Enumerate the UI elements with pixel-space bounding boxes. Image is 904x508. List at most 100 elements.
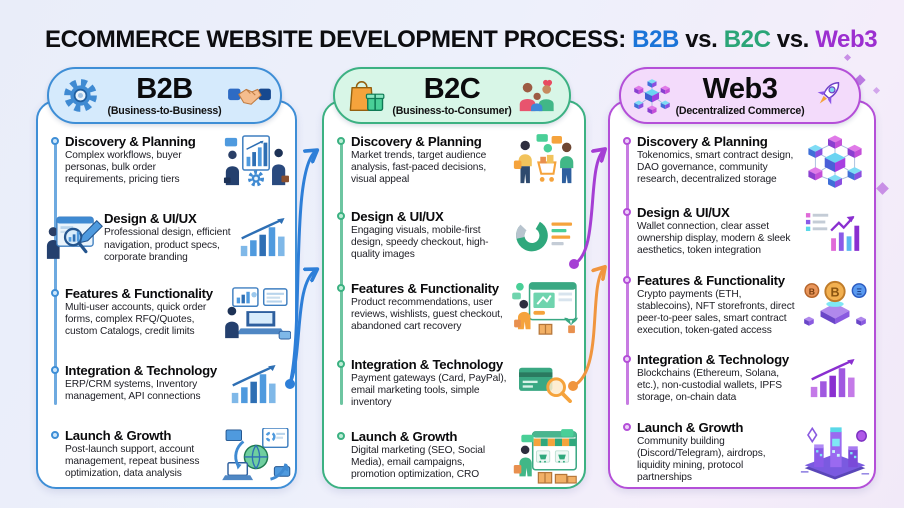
timeline-dot (336, 432, 345, 440)
step-title: Design & UI/UX (351, 208, 444, 224)
timeline-dot (336, 284, 345, 292)
b2c-webpage-art (509, 281, 581, 337)
step-title: Launch & Growth (637, 419, 744, 435)
sparkle-icon (872, 86, 881, 95)
step-desc: Tokenomics, smart contract design, DAO g… (637, 150, 794, 186)
handshake-icon (227, 82, 271, 110)
process-step: Design & UI/UX Wallet connection, clear … (616, 205, 871, 257)
title-b2c: B2C (723, 26, 771, 53)
timeline-dot (50, 137, 59, 145)
blue-bar-chart-art (238, 216, 292, 259)
step-desc: Market trends, target audience analysis,… (351, 150, 487, 186)
step-desc: Wallet connection, clear asset ownership… (637, 221, 791, 257)
b2b-laptop-art (220, 286, 292, 340)
b2b-discovery-art (220, 134, 292, 189)
b2c-name: B2C (423, 72, 481, 105)
step-title: Launch & Growth (351, 429, 458, 444)
process-step: Design & UI/UX Professional design, effi… (44, 211, 292, 263)
purple-checklist-chart-art (799, 209, 871, 254)
web3-name: Web3 (702, 72, 778, 105)
b2c-steps: Discovery & Planning Market trends, targ… (330, 134, 581, 484)
rocket-icon (806, 78, 850, 113)
step-desc: Engaging visuals, mobile-first design, s… (351, 224, 489, 261)
process-step: Discovery & Planning Complex workflows, … (44, 134, 292, 189)
process-step: Integration & Technology Blockchains (Et… (616, 352, 871, 404)
shopping-bag-gift-icon (344, 77, 388, 114)
svg-text:Ξ: Ξ (856, 286, 862, 296)
web3-header: Web3 (Decentralized Commerce) (619, 67, 861, 124)
web3-steps: Discovery & Planning Tokenomics, smart c… (616, 134, 871, 484)
step-desc: Post-launch support, account management,… (65, 443, 200, 480)
purple-bar-chart-art (799, 357, 871, 400)
timeline-dot (50, 289, 59, 298)
b2c-column: B2C (Business-to-Consumer) Discovery & P… (322, 67, 586, 489)
step-title: Design & UI/UX (637, 205, 730, 221)
step-desc: Professional design, efficient navigatio… (104, 227, 231, 263)
title-sep: vs. (776, 26, 810, 53)
donut-chart-art (509, 215, 581, 256)
timeline-dot (622, 422, 631, 431)
timeline-dot (622, 275, 631, 284)
web3-column: Web3 (Decentralized Commerce) Discovery … (608, 67, 876, 489)
b2c-subtitle: (Business-to-Consumer) (392, 104, 512, 117)
step-title: Features & Functionality (637, 272, 785, 288)
blue-bar-chart-art (220, 363, 292, 406)
title-sep: vs. (685, 26, 718, 53)
step-desc: Payment gateways (Card, PayPal), email m… (351, 372, 507, 409)
timeline-dot (50, 430, 59, 439)
blockchain-cubes-art (799, 134, 871, 190)
gear-icon (58, 77, 102, 114)
timeline-dot (336, 137, 345, 145)
timeline-dot (336, 211, 345, 220)
process-step: Design & UI/UX Engaging visuals, mobile-… (330, 209, 581, 261)
web3-timeline (626, 144, 629, 405)
step-title: Integration & Technology (65, 362, 218, 378)
b2b-column: B2B (Business-to-Business) Discovery & P… (36, 67, 297, 489)
timeline-dot (622, 137, 631, 145)
process-step: Launch & Growth Digital marketing (SEO, … (330, 429, 581, 484)
step-title: Design & UI/UX (104, 211, 197, 227)
b2b-name: B2B (136, 72, 193, 105)
svg-text:B: B (830, 285, 839, 299)
card-magnifier-art (509, 364, 581, 403)
b2c-shoppers-art (509, 134, 581, 189)
step-desc: ERP/CRM systems, Inventory management, A… (65, 378, 201, 402)
family-icon (516, 78, 560, 113)
step-desc: Product recommendations, user reviews, w… (351, 297, 503, 333)
b2b-globe-cycle-art (220, 427, 292, 484)
process-step: Integration & Technology ERP/CRM systems… (44, 363, 292, 406)
title-b2b: B2B (632, 26, 679, 53)
design-magnifier-art (46, 215, 104, 261)
process-step: Launch & Growth Community building (Disc… (616, 420, 871, 484)
step-title: Launch & Growth (65, 427, 172, 443)
timeline-dot (622, 208, 631, 217)
sparkle-icon (876, 182, 889, 195)
process-step: Launch & Growth Post-launch support, acc… (44, 427, 292, 484)
title-web3: Web3 (815, 26, 878, 53)
sparkle-icon (843, 53, 852, 62)
process-step: Features & Functionality Crypto payments… (616, 273, 871, 337)
process-step: Features & Functionality Product recomme… (330, 281, 581, 337)
b2b-steps: Discovery & Planning Complex workflows, … (44, 134, 292, 484)
step-title: Discovery & Planning (351, 134, 482, 149)
b2c-timeline (340, 144, 343, 405)
step-title: Discovery & Planning (637, 134, 768, 149)
step-title: Features & Functionality (65, 286, 213, 302)
b2c-storefront-art (509, 429, 581, 484)
step-desc: Blockchains (Ethereum, Solana, etc.), no… (637, 368, 782, 404)
step-title: Features & Functionality (351, 281, 499, 296)
page-title: ECOMMERCE WEBSITE DEVELOPMENT PROCESS: B… (45, 26, 878, 54)
svg-text:B: B (809, 286, 815, 296)
step-desc: Crypto payments (ETH, stablecoins), NFT … (637, 288, 795, 336)
step-title: Discovery & Planning (65, 134, 196, 149)
step-title: Integration & Technology (351, 356, 504, 372)
step-desc: Digital marketing (SEO, Social Media), e… (351, 445, 486, 481)
timeline-dot (622, 355, 631, 364)
b2b-header: B2B (Business-to-Business) (47, 67, 282, 124)
b2c-header: B2C (Business-to-Consumer) (333, 67, 571, 124)
timeline-dot (336, 359, 345, 368)
title-prefix: ECOMMERCE WEBSITE DEVELOPMENT PROCESS: (45, 26, 626, 53)
process-step: Integration & Technology Payment gateway… (330, 357, 581, 409)
step-desc: Multi-user accounts, quick order forms, … (65, 302, 207, 338)
web3-subtitle: (Decentralized Commerce) (675, 104, 805, 117)
